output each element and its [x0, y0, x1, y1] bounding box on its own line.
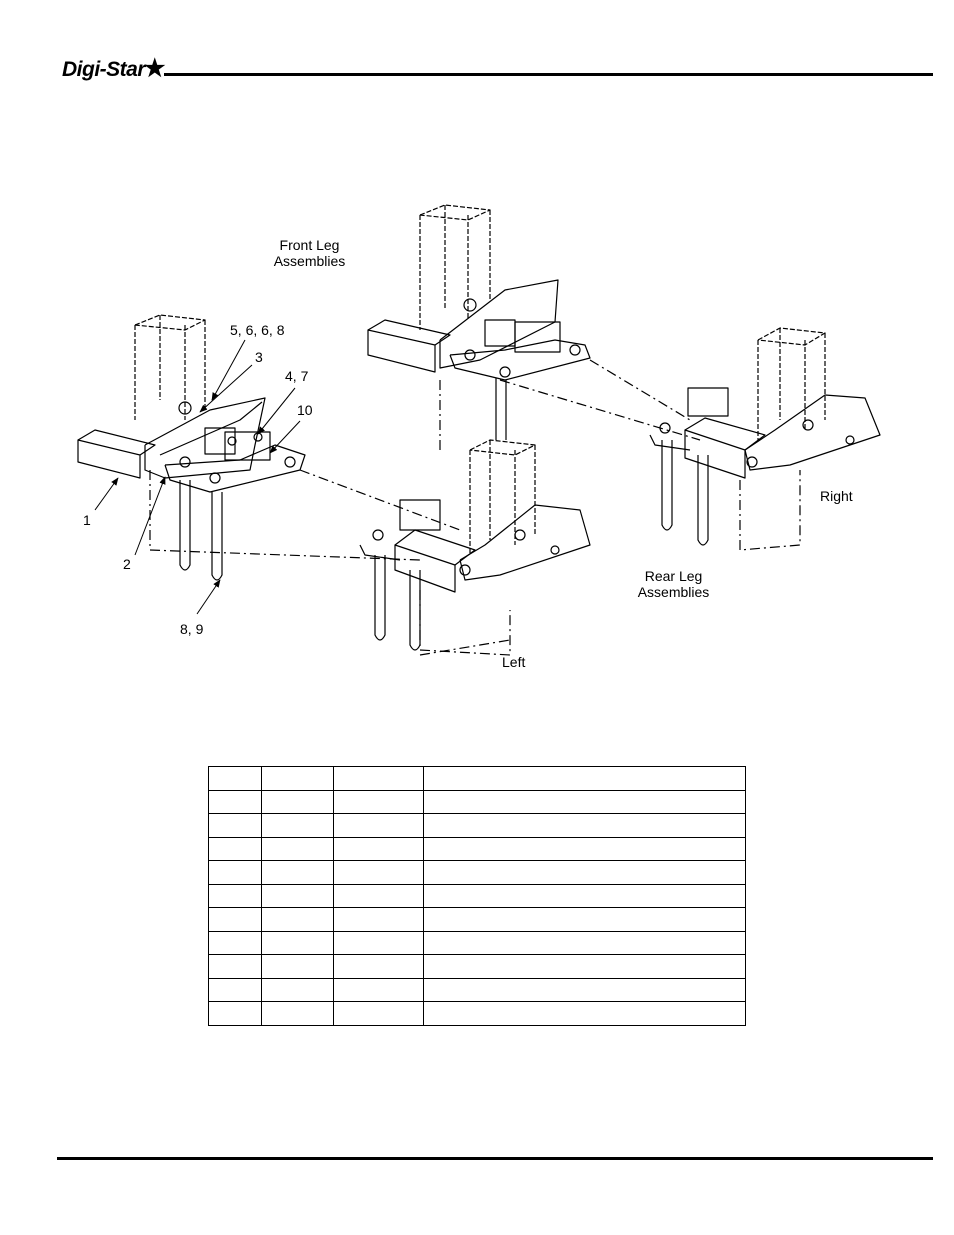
table-cell	[423, 789, 746, 814]
table-cell	[333, 930, 424, 955]
callout-10: 10	[297, 402, 313, 418]
table-row	[208, 860, 746, 885]
table-cell	[333, 860, 424, 885]
table-cell	[208, 789, 262, 814]
callout-leaders	[94, 339, 301, 615]
rear-right-bracket	[649, 387, 881, 479]
table-cell	[208, 930, 262, 955]
table-cell	[423, 1001, 746, 1026]
table-cell	[208, 1001, 262, 1026]
table-cell	[261, 766, 334, 791]
table-cell	[423, 860, 746, 885]
callout-5-6-6-8: 5, 6, 6, 8	[230, 322, 285, 338]
rear-left-ubolts	[374, 555, 421, 651]
table-row	[208, 836, 746, 861]
table-cell	[261, 789, 334, 814]
table-row	[208, 954, 746, 979]
table-cell	[208, 907, 262, 932]
table-cell	[261, 813, 334, 838]
rear-right-post	[757, 327, 826, 440]
table-cell	[423, 907, 746, 932]
table-cell	[208, 836, 262, 861]
table-cell	[208, 766, 262, 791]
left-bracket	[77, 397, 306, 493]
front-ubolts	[495, 378, 507, 440]
table-cell	[333, 1001, 424, 1026]
table-cell	[261, 977, 334, 1002]
table-cell	[261, 954, 334, 979]
leg-assembly-drawing	[77, 204, 881, 656]
callout-8-9: 8, 9	[180, 621, 204, 637]
table-cell	[261, 1001, 334, 1026]
table-row	[208, 930, 746, 955]
table-cell	[423, 954, 746, 979]
star-icon: ★	[144, 55, 166, 82]
front-post	[419, 204, 491, 330]
right-label: Right	[820, 488, 853, 504]
callout-1: 1	[83, 512, 91, 528]
callout-4-7: 4, 7	[285, 368, 309, 384]
table-cell	[208, 813, 262, 838]
table-cell	[208, 977, 262, 1002]
table-row	[208, 766, 746, 791]
rear-leg-label: Rear Leg Assemblies	[637, 568, 710, 600]
table-cell	[261, 883, 334, 908]
left-ubolts	[179, 480, 223, 581]
table-cell	[423, 930, 746, 955]
rear-left-post	[469, 439, 536, 555]
table-cell	[333, 766, 424, 791]
table-cell	[333, 836, 424, 861]
parts-table	[208, 766, 746, 1026]
left-label: Left	[502, 654, 526, 670]
table-cell	[261, 907, 334, 932]
front-bracket	[367, 279, 591, 381]
front-leg-label: Front Leg Assemblies	[273, 237, 346, 269]
digi-star-logo: Digi-Star★	[62, 55, 166, 82]
table-row	[208, 789, 746, 814]
table-cell	[208, 860, 262, 885]
table-row	[208, 813, 746, 838]
table-cell	[333, 977, 424, 1002]
table-cell	[261, 836, 334, 861]
table-cell	[423, 813, 746, 838]
table-cell	[333, 907, 424, 932]
table-cell	[423, 977, 746, 1002]
table-row	[208, 883, 746, 908]
table-row	[208, 977, 746, 1002]
rear-right-ubolts	[661, 440, 709, 546]
header-rule	[164, 73, 933, 76]
table-row	[208, 907, 746, 932]
frame-outline-right	[439, 359, 801, 551]
table-cell	[333, 883, 424, 908]
table-cell	[208, 883, 262, 908]
table-cell	[333, 789, 424, 814]
table-cell	[423, 883, 746, 908]
table-cell	[423, 766, 746, 791]
table-cell	[333, 813, 424, 838]
left-post	[134, 314, 206, 420]
table-cell	[333, 954, 424, 979]
table-cell	[261, 860, 334, 885]
callout-2: 2	[123, 556, 131, 572]
rear-left-bracket	[359, 499, 591, 593]
callout-3: 3	[255, 349, 263, 365]
table-cell	[423, 836, 746, 861]
table-row	[208, 1001, 746, 1026]
frame-outline-left	[149, 469, 511, 656]
table-cell	[261, 930, 334, 955]
table-cell	[208, 954, 262, 979]
footer-rule	[57, 1157, 933, 1160]
